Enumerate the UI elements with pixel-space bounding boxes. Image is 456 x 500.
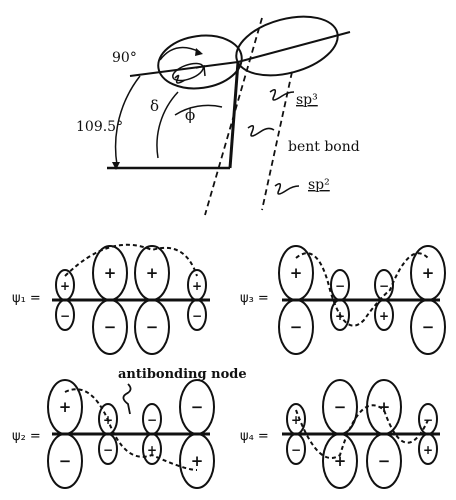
psi1-lobe-bottom-1 bbox=[55, 299, 75, 331]
phi-label: ϕ bbox=[185, 106, 195, 124]
psi1-dashed-overlap bbox=[64, 243, 198, 277]
psi4-label: ψ₄ = bbox=[240, 429, 269, 444]
psi2-sign-bottom-4: + bbox=[191, 452, 204, 470]
psi3-sign-bottom-1: − bbox=[290, 318, 303, 336]
sp2-label: sp² bbox=[308, 177, 330, 193]
arc-phi bbox=[174, 104, 223, 116]
psi1-sign-top-1: + bbox=[60, 279, 70, 293]
molecular-orbital-diagrams: ψ₁ = + − + − + − + − ψ₃ = + − − + − + + − ψ₂ = + − + − − + − + ψ₄ =… bbox=[12, 243, 446, 489]
psi3-sign-bottom-3: + bbox=[379, 309, 389, 323]
psi1-sign-bottom-1: − bbox=[60, 309, 70, 323]
squiggle-90 bbox=[174, 74, 186, 84]
psi3-sign-bottom-4: − bbox=[422, 318, 435, 336]
psi2-lobe-bottom-4 bbox=[179, 433, 215, 489]
arc-delta bbox=[156, 91, 179, 159]
psi2-sign-top-1: + bbox=[59, 398, 72, 416]
psi1-sign-top-4: + bbox=[192, 279, 202, 293]
squiggle-sp3 bbox=[269, 88, 295, 101]
psi4-diagram: ψ₄ =+−−++−−+ bbox=[240, 379, 440, 489]
delta-label: δ bbox=[150, 97, 159, 115]
psi2-lobe-bottom-1 bbox=[47, 433, 83, 489]
angle-90-label: 90° bbox=[112, 50, 137, 66]
psi4-sign-bottom-1: − bbox=[291, 443, 301, 457]
psi3-lobe-bottom-2 bbox=[330, 299, 350, 331]
psi2-sign-bottom-2: − bbox=[103, 443, 113, 457]
psi4-sign-bottom-3: − bbox=[378, 452, 391, 470]
right-angle-marker bbox=[195, 65, 206, 77]
psi4-lobe-bottom-2 bbox=[322, 433, 358, 489]
psi1-lobe-bottom-3 bbox=[134, 299, 170, 355]
psi2-lobe-bottom-3 bbox=[142, 433, 162, 465]
sp3-dashed-axis bbox=[204, 17, 263, 216]
arrowhead-109 bbox=[112, 162, 120, 170]
psi4-sign-top-3: + bbox=[378, 398, 391, 416]
sp2-dashed-axis bbox=[261, 71, 293, 211]
psi3-lobe-bottom-4 bbox=[410, 299, 446, 355]
left-bond-line bbox=[129, 61, 239, 77]
psi3-sign-top-4: + bbox=[422, 264, 435, 282]
psi4-sign-bottom-2: + bbox=[334, 452, 347, 470]
psi4-sign-bottom-4: + bbox=[423, 443, 433, 457]
arc-109 bbox=[114, 75, 141, 166]
psi1-sign-top-3: + bbox=[146, 264, 159, 282]
small-lobe bbox=[172, 62, 204, 82]
psi3-dashed-overlap bbox=[295, 252, 429, 327]
psi4-dashed-overlap bbox=[295, 404, 429, 459]
psi1-sign-bottom-4: − bbox=[192, 309, 202, 323]
squiggle-sp2 bbox=[274, 182, 300, 195]
arrowhead-90 bbox=[195, 48, 203, 56]
psi2-diagram: ψ₂ =+−+−−+−+ bbox=[12, 379, 215, 489]
bent-bond-diagram: 90° 109.5° δ ϕ sp³ bent bond sp² bbox=[76, 15, 360, 216]
psi1-label: ψ₁ = bbox=[12, 291, 41, 306]
psi4-sign-top-2: − bbox=[334, 398, 347, 416]
sp3-label: sp³ bbox=[296, 92, 318, 108]
psi1-lobe-bottom-4 bbox=[187, 299, 207, 331]
right-orbital-lobe bbox=[235, 15, 339, 77]
squiggle-bent-bond bbox=[247, 124, 275, 137]
psi4-sign-top-1: + bbox=[291, 413, 301, 427]
psi1-sign-top-2: + bbox=[104, 264, 117, 282]
antibonding-node-squiggle bbox=[122, 383, 132, 415]
left-orbital-lobe bbox=[157, 34, 243, 90]
psi3-sign-top-2: − bbox=[335, 279, 345, 293]
right-bond-line bbox=[237, 31, 351, 63]
antibonding-node-label: antibonding node bbox=[118, 367, 247, 382]
psi2-sign-bottom-1: − bbox=[59, 452, 72, 470]
angle-109-label: 109.5° bbox=[76, 119, 123, 135]
psi3-sign-top-3: − bbox=[379, 279, 389, 293]
psi1-sign-bottom-2: − bbox=[104, 318, 117, 336]
psi4-lobe-bottom-4 bbox=[418, 433, 438, 465]
psi1-sign-bottom-3: − bbox=[146, 318, 159, 336]
psi2-label: ψ₂ = bbox=[12, 429, 41, 444]
psi2-sign-bottom-3: + bbox=[147, 443, 157, 457]
psi1-diagram: ψ₁ = + − + − + − + − bbox=[12, 243, 210, 355]
psi3-lobe-bottom-3 bbox=[374, 299, 394, 331]
psi3-lobe-bottom-1 bbox=[278, 299, 314, 355]
bent-bond-label: bent bond bbox=[288, 139, 360, 155]
psi3-label: ψ₃ = bbox=[240, 291, 269, 306]
psi3-sign-top-1: + bbox=[290, 264, 303, 282]
psi1-lobe-bottom-2 bbox=[92, 299, 128, 355]
psi3-diagram: ψ₃ =+−−+−++− bbox=[240, 245, 446, 355]
psi2-sign-top-3: − bbox=[147, 413, 157, 427]
psi2-sign-top-4: − bbox=[191, 398, 204, 416]
psi2-lobe-bottom-2 bbox=[98, 433, 118, 465]
psi4-lobe-bottom-3 bbox=[366, 433, 402, 489]
psi4-lobe-bottom-1 bbox=[286, 433, 306, 465]
psi2-dashed-overlap bbox=[64, 388, 198, 471]
